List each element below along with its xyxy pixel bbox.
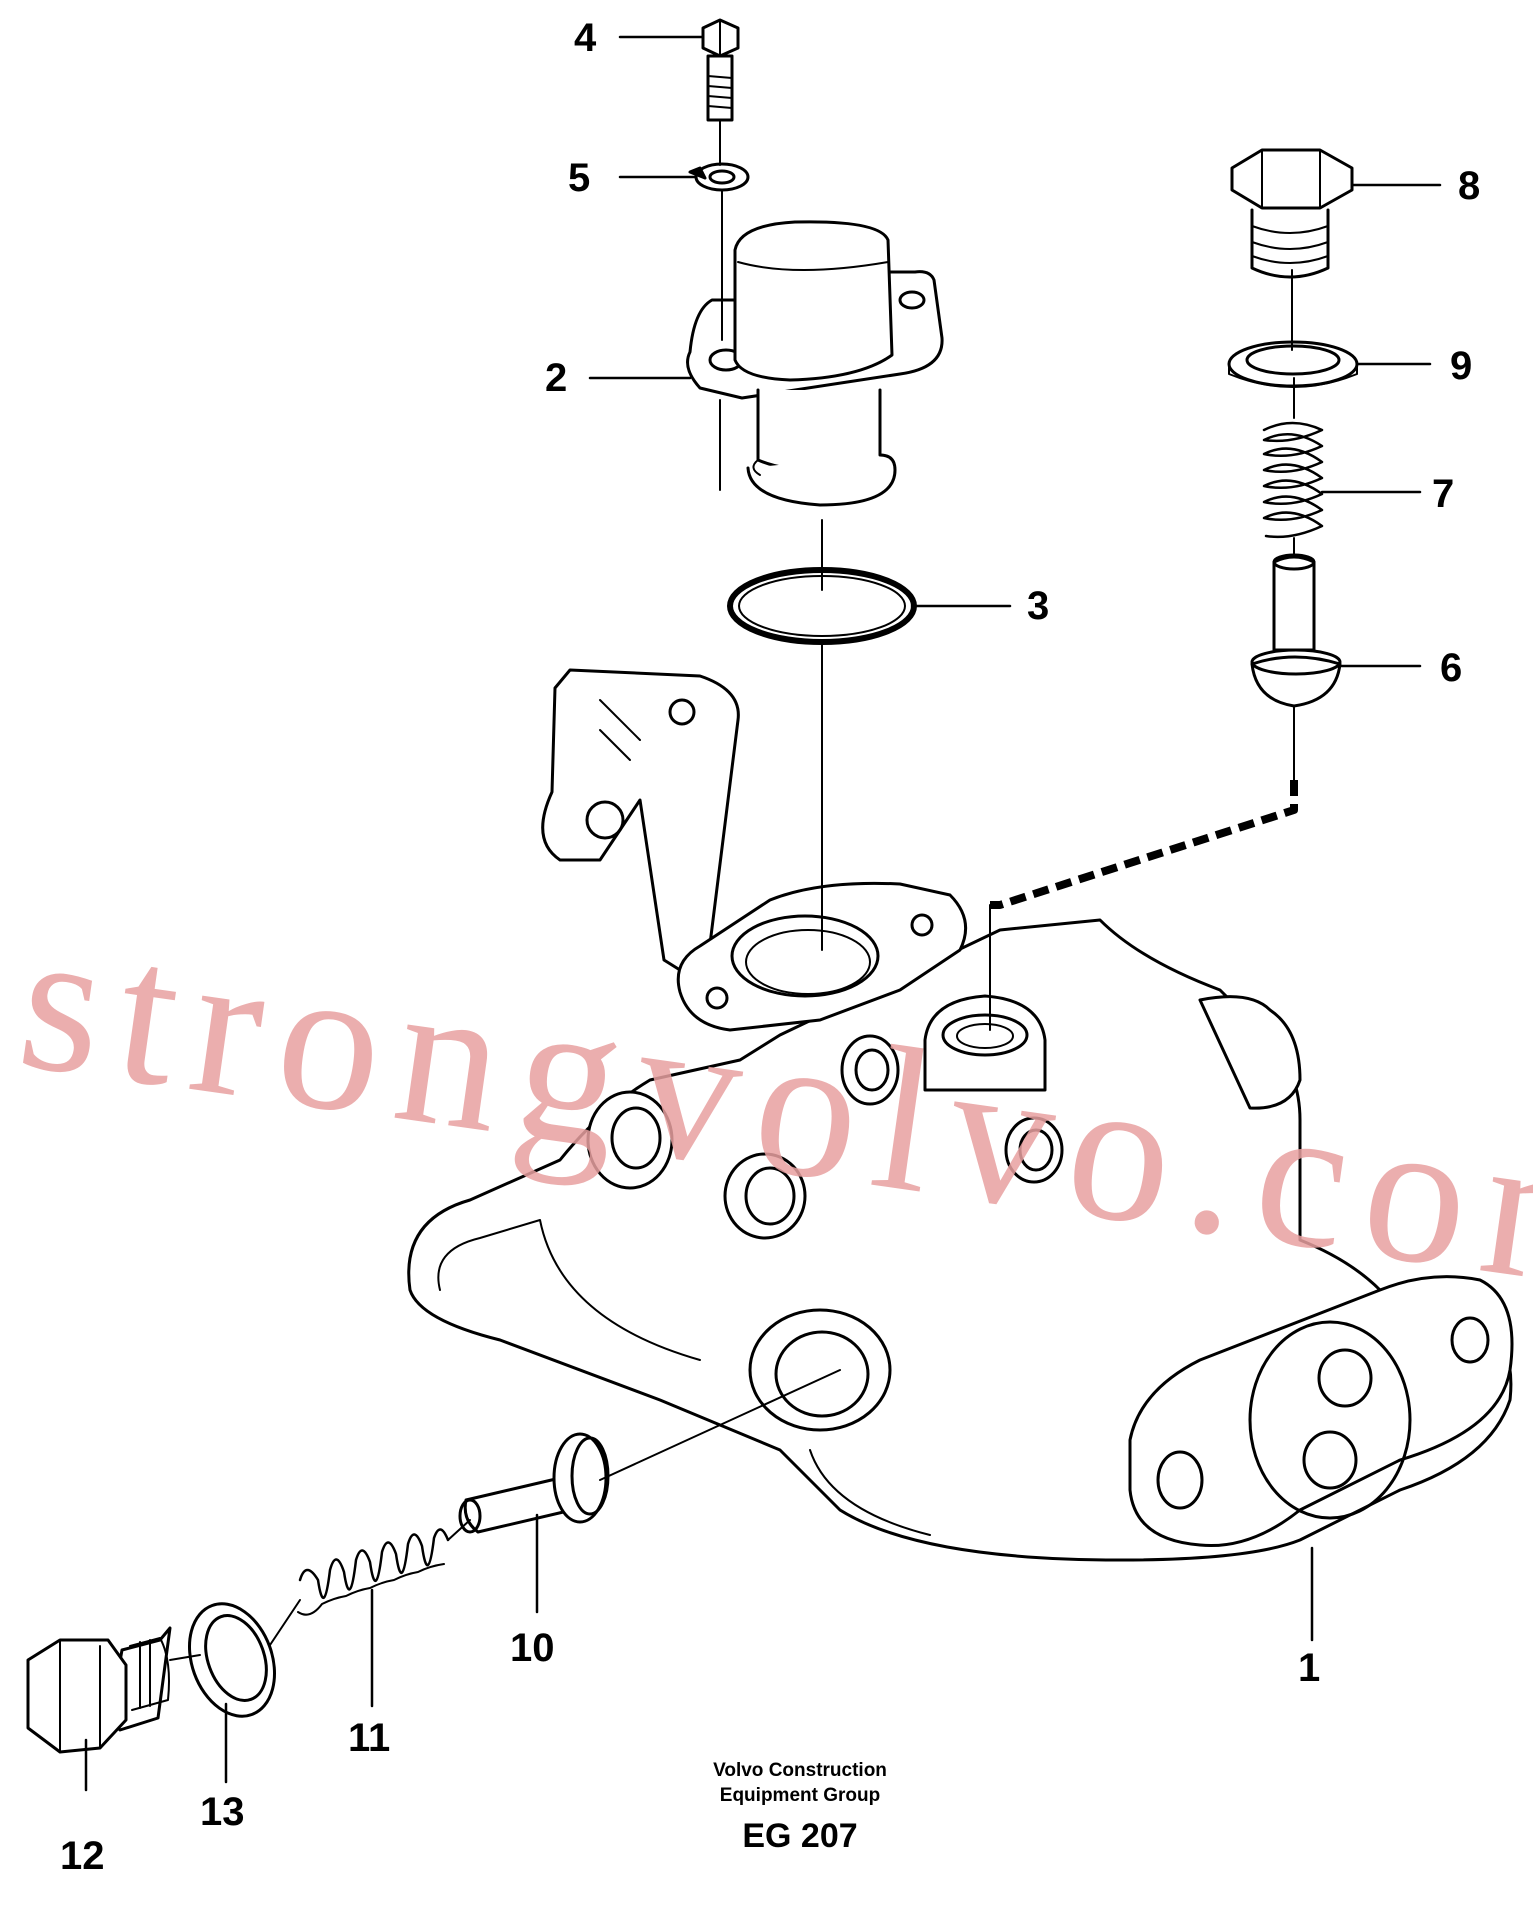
bolt-part-4 bbox=[701, 18, 740, 122]
callout-8: 8 bbox=[1458, 164, 1481, 208]
callout-5: 5 bbox=[568, 156, 591, 200]
washer-part-13 bbox=[187, 1602, 277, 1718]
spring-part-7 bbox=[1262, 421, 1324, 539]
footer-block: Volvo Construction Equipment Group EG 20… bbox=[640, 1758, 960, 1858]
lock-washer-part-5 bbox=[688, 162, 750, 192]
piston-part-6 bbox=[1250, 553, 1342, 708]
company-name-line2: Equipment Group bbox=[719, 1785, 881, 1806]
callout-4: 4 bbox=[574, 16, 597, 60]
callout-13: 13 bbox=[200, 1790, 245, 1834]
hidden-path-line bbox=[990, 780, 1298, 909]
assembly-lines bbox=[169, 119, 1295, 1661]
callout-7: 7 bbox=[1432, 472, 1455, 516]
plug-part-8 bbox=[1230, 148, 1354, 279]
callout-10: 10 bbox=[510, 1626, 555, 1670]
piston-part-10 bbox=[458, 1432, 610, 1534]
callout-3: 3 bbox=[1027, 584, 1050, 628]
callout-9: 9 bbox=[1450, 344, 1473, 388]
company-name-line1: Volvo Construction bbox=[713, 1760, 887, 1781]
callout-12: 12 bbox=[60, 1834, 105, 1878]
callout-1: 1 bbox=[1298, 1646, 1321, 1690]
callout-6: 6 bbox=[1440, 646, 1463, 690]
plug-part-12 bbox=[26, 1626, 172, 1754]
spring-part-11 bbox=[297, 1528, 450, 1616]
leader-lines bbox=[84, 35, 1442, 1792]
callout-2: 2 bbox=[545, 356, 568, 400]
housing-part-1 bbox=[407, 668, 1514, 1562]
cover-part-2 bbox=[686, 220, 944, 507]
callout-11: 11 bbox=[348, 1716, 391, 1760]
group-code: EG 207 bbox=[742, 1817, 858, 1855]
